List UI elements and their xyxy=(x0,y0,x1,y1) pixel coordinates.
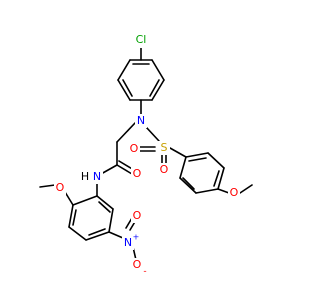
nitro-oxygen-top: O xyxy=(133,209,142,222)
atom-labels: Cl N S O O O O N H O N + O O - xyxy=(54,32,240,277)
sulfonyl-oxygen-right: O xyxy=(160,163,169,176)
nitro-oxygen-bottom-charge: - xyxy=(143,267,146,277)
methoxy-oxygen-left: O xyxy=(56,181,65,194)
molecule-structure-diagram: Cl N S O O O O N H O N + O O - xyxy=(39,32,253,277)
nitro-nitrogen-charge: + xyxy=(133,233,140,242)
carbonyl-oxygen-atom: O xyxy=(133,167,142,180)
chlorine-atom: Cl xyxy=(136,33,147,46)
sulfur-atom: S xyxy=(161,141,168,154)
nitro-oxygen-bottom: O xyxy=(133,258,142,271)
sulfonamide-nitrogen-atom: N xyxy=(137,114,145,127)
bond-lines xyxy=(39,47,253,261)
amide-hydrogen-atom: H xyxy=(81,170,89,183)
sulfonyl-oxygen-left: O xyxy=(130,142,139,155)
nitro-nitrogen-atom: N xyxy=(124,236,132,249)
methoxy-oxygen-right: O xyxy=(230,186,239,199)
amide-nitrogen-atom: N xyxy=(93,170,101,183)
